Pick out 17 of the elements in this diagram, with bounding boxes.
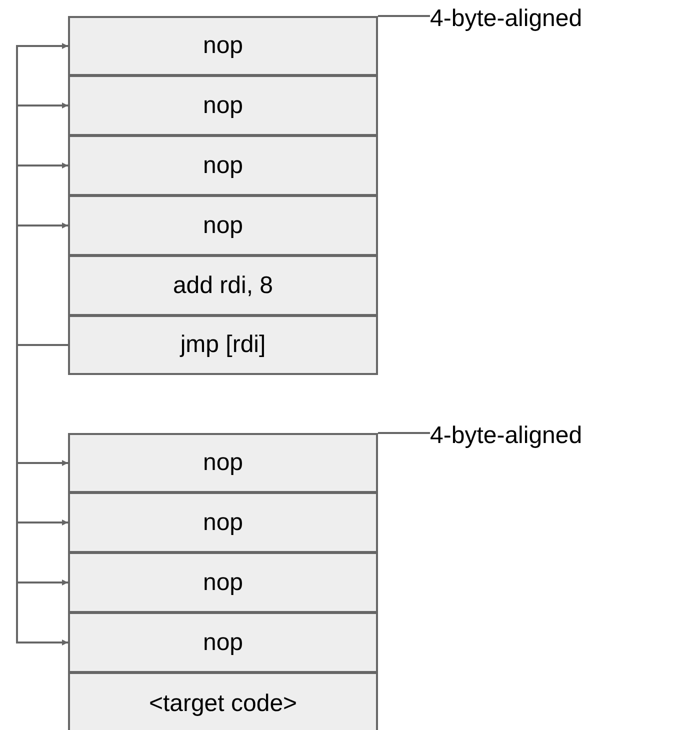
instruction-cell: nop: [68, 612, 378, 673]
instruction-cell: <target code>: [68, 672, 378, 730]
jump-arrow: [16, 344, 68, 646]
instruction-cell: nop: [68, 16, 378, 76]
instruction-cell: nop: [68, 552, 378, 613]
alignment-label: 4-byte-aligned: [430, 421, 582, 451]
jump-arrow: [16, 222, 68, 346]
instruction-cell: nop: [68, 75, 378, 136]
instruction-cell: jmp [rdi]: [68, 315, 378, 375]
instruction-cell: add rdi, 8: [68, 255, 378, 316]
instruction-cell: nop: [68, 492, 378, 553]
instruction-cell: nop: [68, 195, 378, 256]
instruction-cell: nop: [68, 433, 378, 493]
alignment-label: 4-byte-aligned: [430, 4, 582, 34]
leader-line: [378, 15, 430, 17]
leader-line: [378, 432, 430, 434]
instruction-cell: nop: [68, 135, 378, 196]
